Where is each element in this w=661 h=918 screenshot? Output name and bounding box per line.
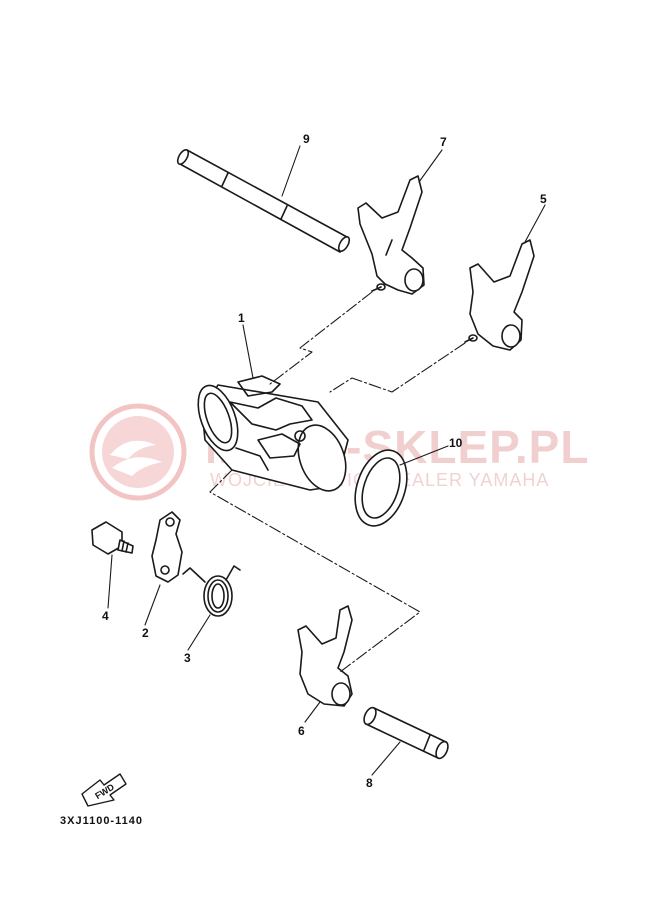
callout-5: 5 [540,192,547,206]
part-7-shift-fork [357,175,425,295]
part-5-shift-fork [464,239,535,351]
leader-lines [107,145,546,776]
callout-3: 3 [184,651,191,665]
callout-2: 2 [142,626,149,640]
part-8-guide-bar [363,706,449,760]
part-9-shift-fork-guide-bar [176,148,351,253]
part-10-ring [354,449,408,527]
part-3-spring [182,565,241,617]
fwd-arrow-icon [81,773,127,807]
callout-10: 10 [449,436,463,450]
diagram-code: 3XJ1100-1140 [60,815,143,827]
part-1-shift-cam [197,375,349,492]
part-6-shift-fork [297,605,353,707]
callout-7: 7 [440,135,447,149]
callout-6: 6 [298,724,305,738]
callout-1: 1 [238,311,245,325]
callout-9: 9 [303,132,310,146]
part-2-lever [151,511,183,583]
callout-4: 4 [102,609,109,623]
part-4-bolt [91,521,134,555]
callout-8: 8 [366,776,373,790]
relation-lines [209,291,466,673]
